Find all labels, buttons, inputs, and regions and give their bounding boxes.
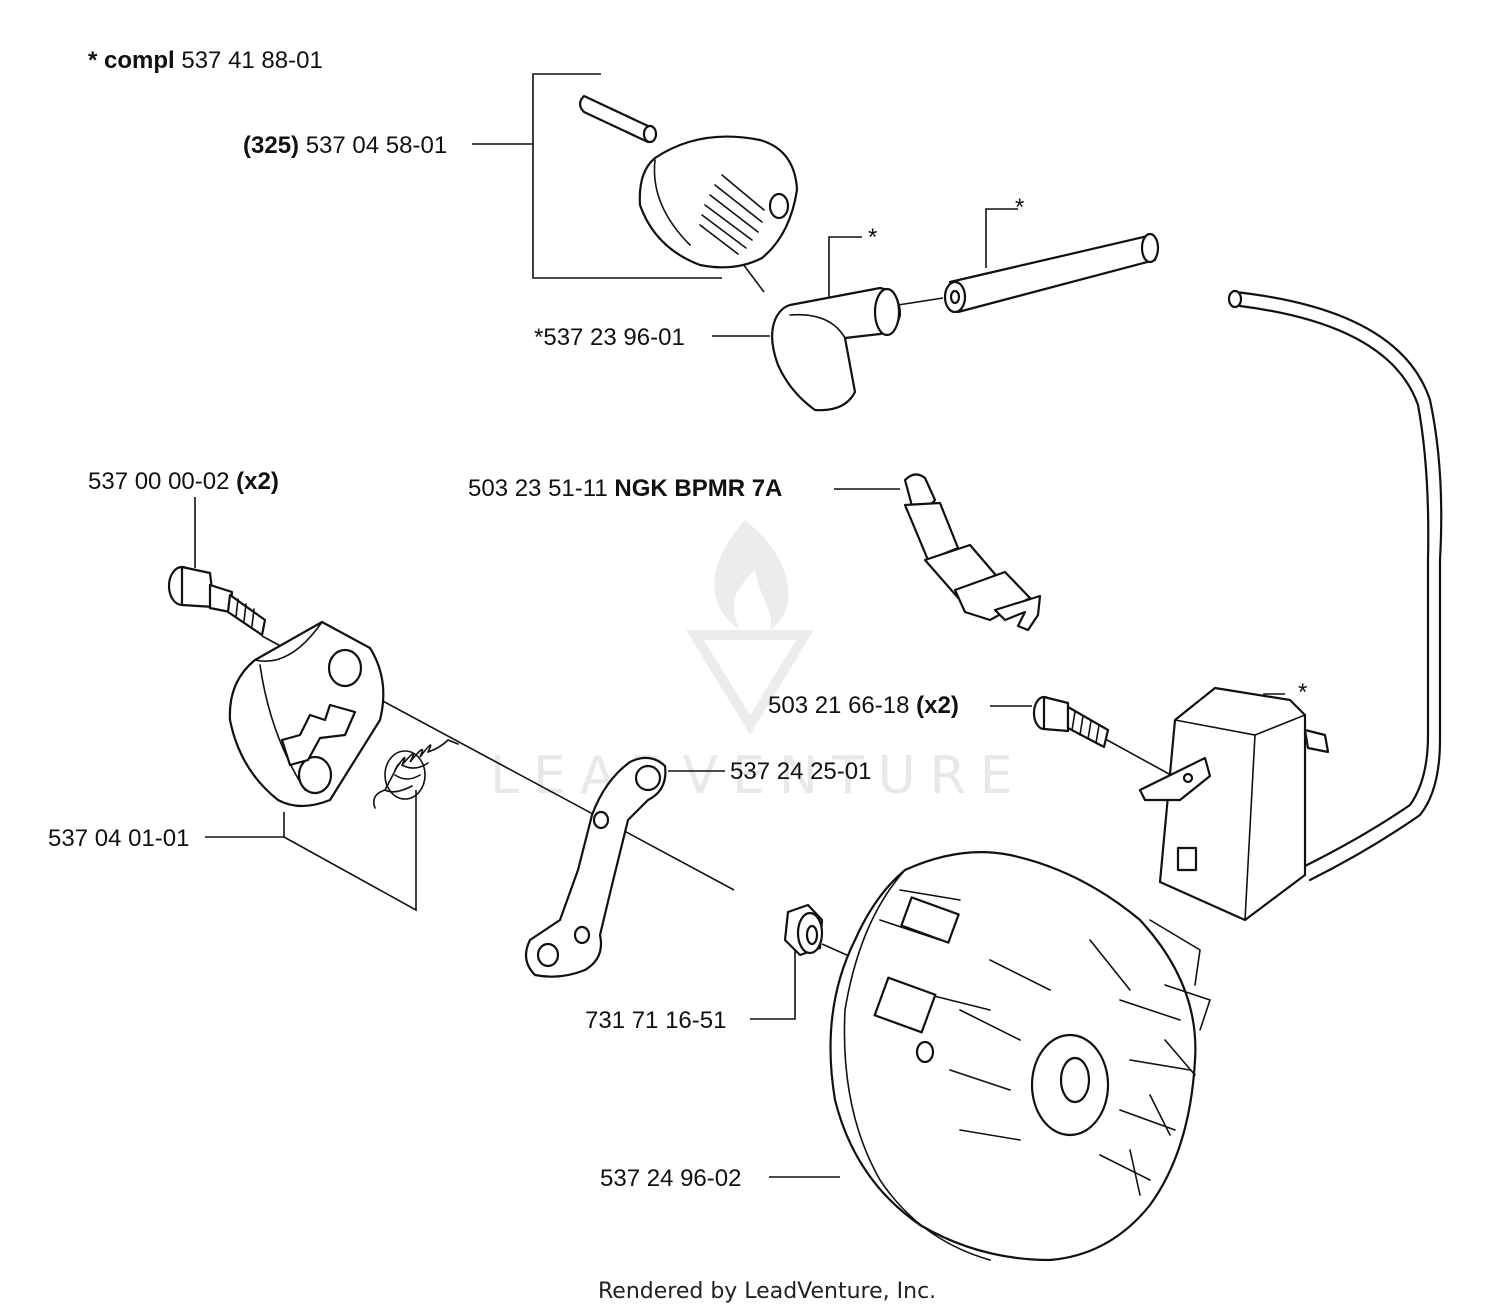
cap-label: (325) 537 04 58-01 bbox=[243, 132, 447, 159]
footer-credit: Rendered by LeadVenture, Inc. bbox=[598, 1279, 936, 1304]
screw-label: 537 00 00-02 (x2) bbox=[88, 468, 279, 495]
watermark-text: LEADVENTURE bbox=[490, 746, 1027, 806]
shoe-label: 537 04 01-01 bbox=[48, 825, 189, 852]
ignition-pin-part bbox=[578, 94, 658, 144]
flywheel-label: 537 24 96-02 bbox=[600, 1165, 741, 1192]
lever-part bbox=[524, 756, 667, 978]
ignition-wire-part bbox=[1227, 289, 1443, 882]
ignition-module-part bbox=[1138, 686, 1330, 922]
watermark-logo bbox=[686, 520, 814, 735]
leader-lines bbox=[194, 73, 1295, 1178]
flywheel-nut-part bbox=[783, 903, 824, 957]
clutch-spring-part bbox=[372, 739, 459, 809]
part-labels: * compl 537 41 88-01 (325) 537 04 58-01 … bbox=[48, 47, 1307, 1192]
nut-label: 731 71 16-51 bbox=[585, 1007, 726, 1034]
shoulder-screw-part bbox=[167, 565, 267, 637]
compl-label: * compl 537 41 88-01 bbox=[88, 47, 323, 74]
lever-label: 537 24 25-01 bbox=[730, 758, 871, 785]
boot-star-label: * bbox=[868, 224, 877, 251]
clutch-shoe-part bbox=[228, 620, 385, 808]
flywheel-part bbox=[829, 851, 1212, 1262]
ignition-lead-part bbox=[943, 232, 1160, 314]
spark-plug-cap-part bbox=[638, 135, 799, 269]
lead-star-label: * bbox=[1015, 194, 1024, 221]
spark-plug-label: 503 23 51-11 NGK BPMR 7A bbox=[468, 475, 782, 502]
coil-screw-part bbox=[1032, 695, 1110, 749]
coil-star-label: * bbox=[1298, 679, 1307, 706]
spark-plug-part bbox=[903, 473, 1042, 632]
spark-plug-boot-part bbox=[771, 286, 902, 412]
coil-screw-label: 503 21 66-18 (x2) bbox=[768, 692, 959, 719]
boot-label: *537 23 96-01 bbox=[534, 324, 685, 351]
